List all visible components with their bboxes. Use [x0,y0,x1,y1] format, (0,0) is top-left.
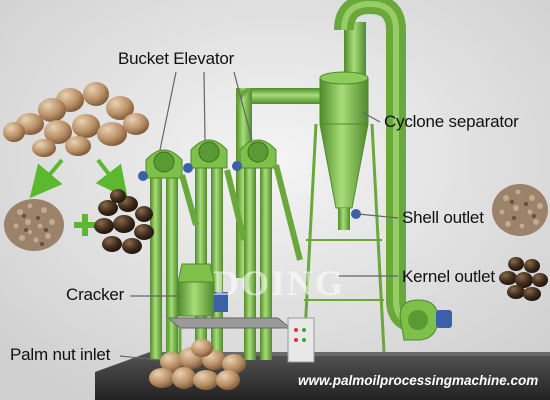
palm-nuts-image [3,82,149,157]
blower-fan [399,299,452,341]
shell-outlet-valve [351,209,361,219]
split-arrows [29,158,128,199]
air-return-pipe [334,0,414,332]
cyclone-separator [302,71,386,353]
label-leader-lines [119,71,399,361]
shell-pile-image [4,199,64,251]
kernel-outlet-image [499,257,548,301]
label-cracker: Cracker [66,285,125,304]
shell-outlet-image [492,184,548,236]
chutes [179,164,303,261]
plus-sign [74,214,96,236]
palm-nut-inlet-pile [149,339,246,390]
control-cabinet [287,317,315,363]
bucket-elevator-1 [138,149,183,360]
watermark: DOING [213,263,346,303]
cracker [177,263,228,317]
website-url: www.palmoilprocessingmachine.com [298,373,539,388]
label-palm-nut-inlet: Palm nut inlet [10,345,111,364]
label-shell-outlet: Shell outlet [402,208,484,227]
kernel-pile-image [94,189,154,254]
label-bucket-elevator: Bucket Elevator [118,49,235,68]
label-cyclone-separator: Cyclone separator [384,112,519,131]
bucket-elevator-3 [232,139,277,360]
label-kernel-outlet: Kernel outlet [402,267,495,286]
